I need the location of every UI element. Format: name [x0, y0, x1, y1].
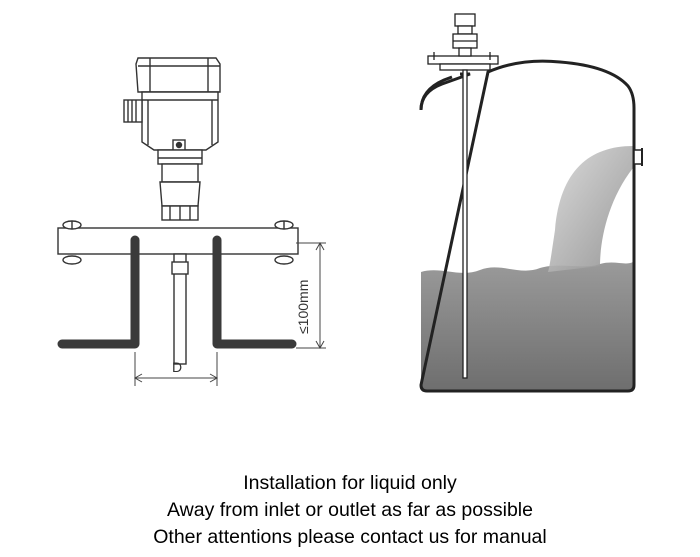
height-dimension	[296, 241, 326, 350]
radar-level-sensor	[57, 57, 299, 365]
caption-line-3: Other attentions please contact us for m…	[153, 526, 547, 548]
storage-tank	[419, 59, 643, 393]
height-dimension-label: ≤100mm	[295, 280, 311, 334]
caption-line-2: Away from inlet or outlet as far as poss…	[167, 499, 533, 521]
inlet-stream	[548, 146, 633, 272]
mounting-nozzle	[57, 235, 297, 349]
caption-line-1: Installation for liquid only	[243, 472, 457, 494]
liquid-fill	[421, 262, 633, 391]
tank-mounted-sensor	[427, 13, 499, 379]
diameter-dimension-label: D	[172, 359, 182, 375]
diameter-dimension	[133, 352, 219, 386]
installation-diagram: ≤100mm D	[57, 13, 643, 393]
